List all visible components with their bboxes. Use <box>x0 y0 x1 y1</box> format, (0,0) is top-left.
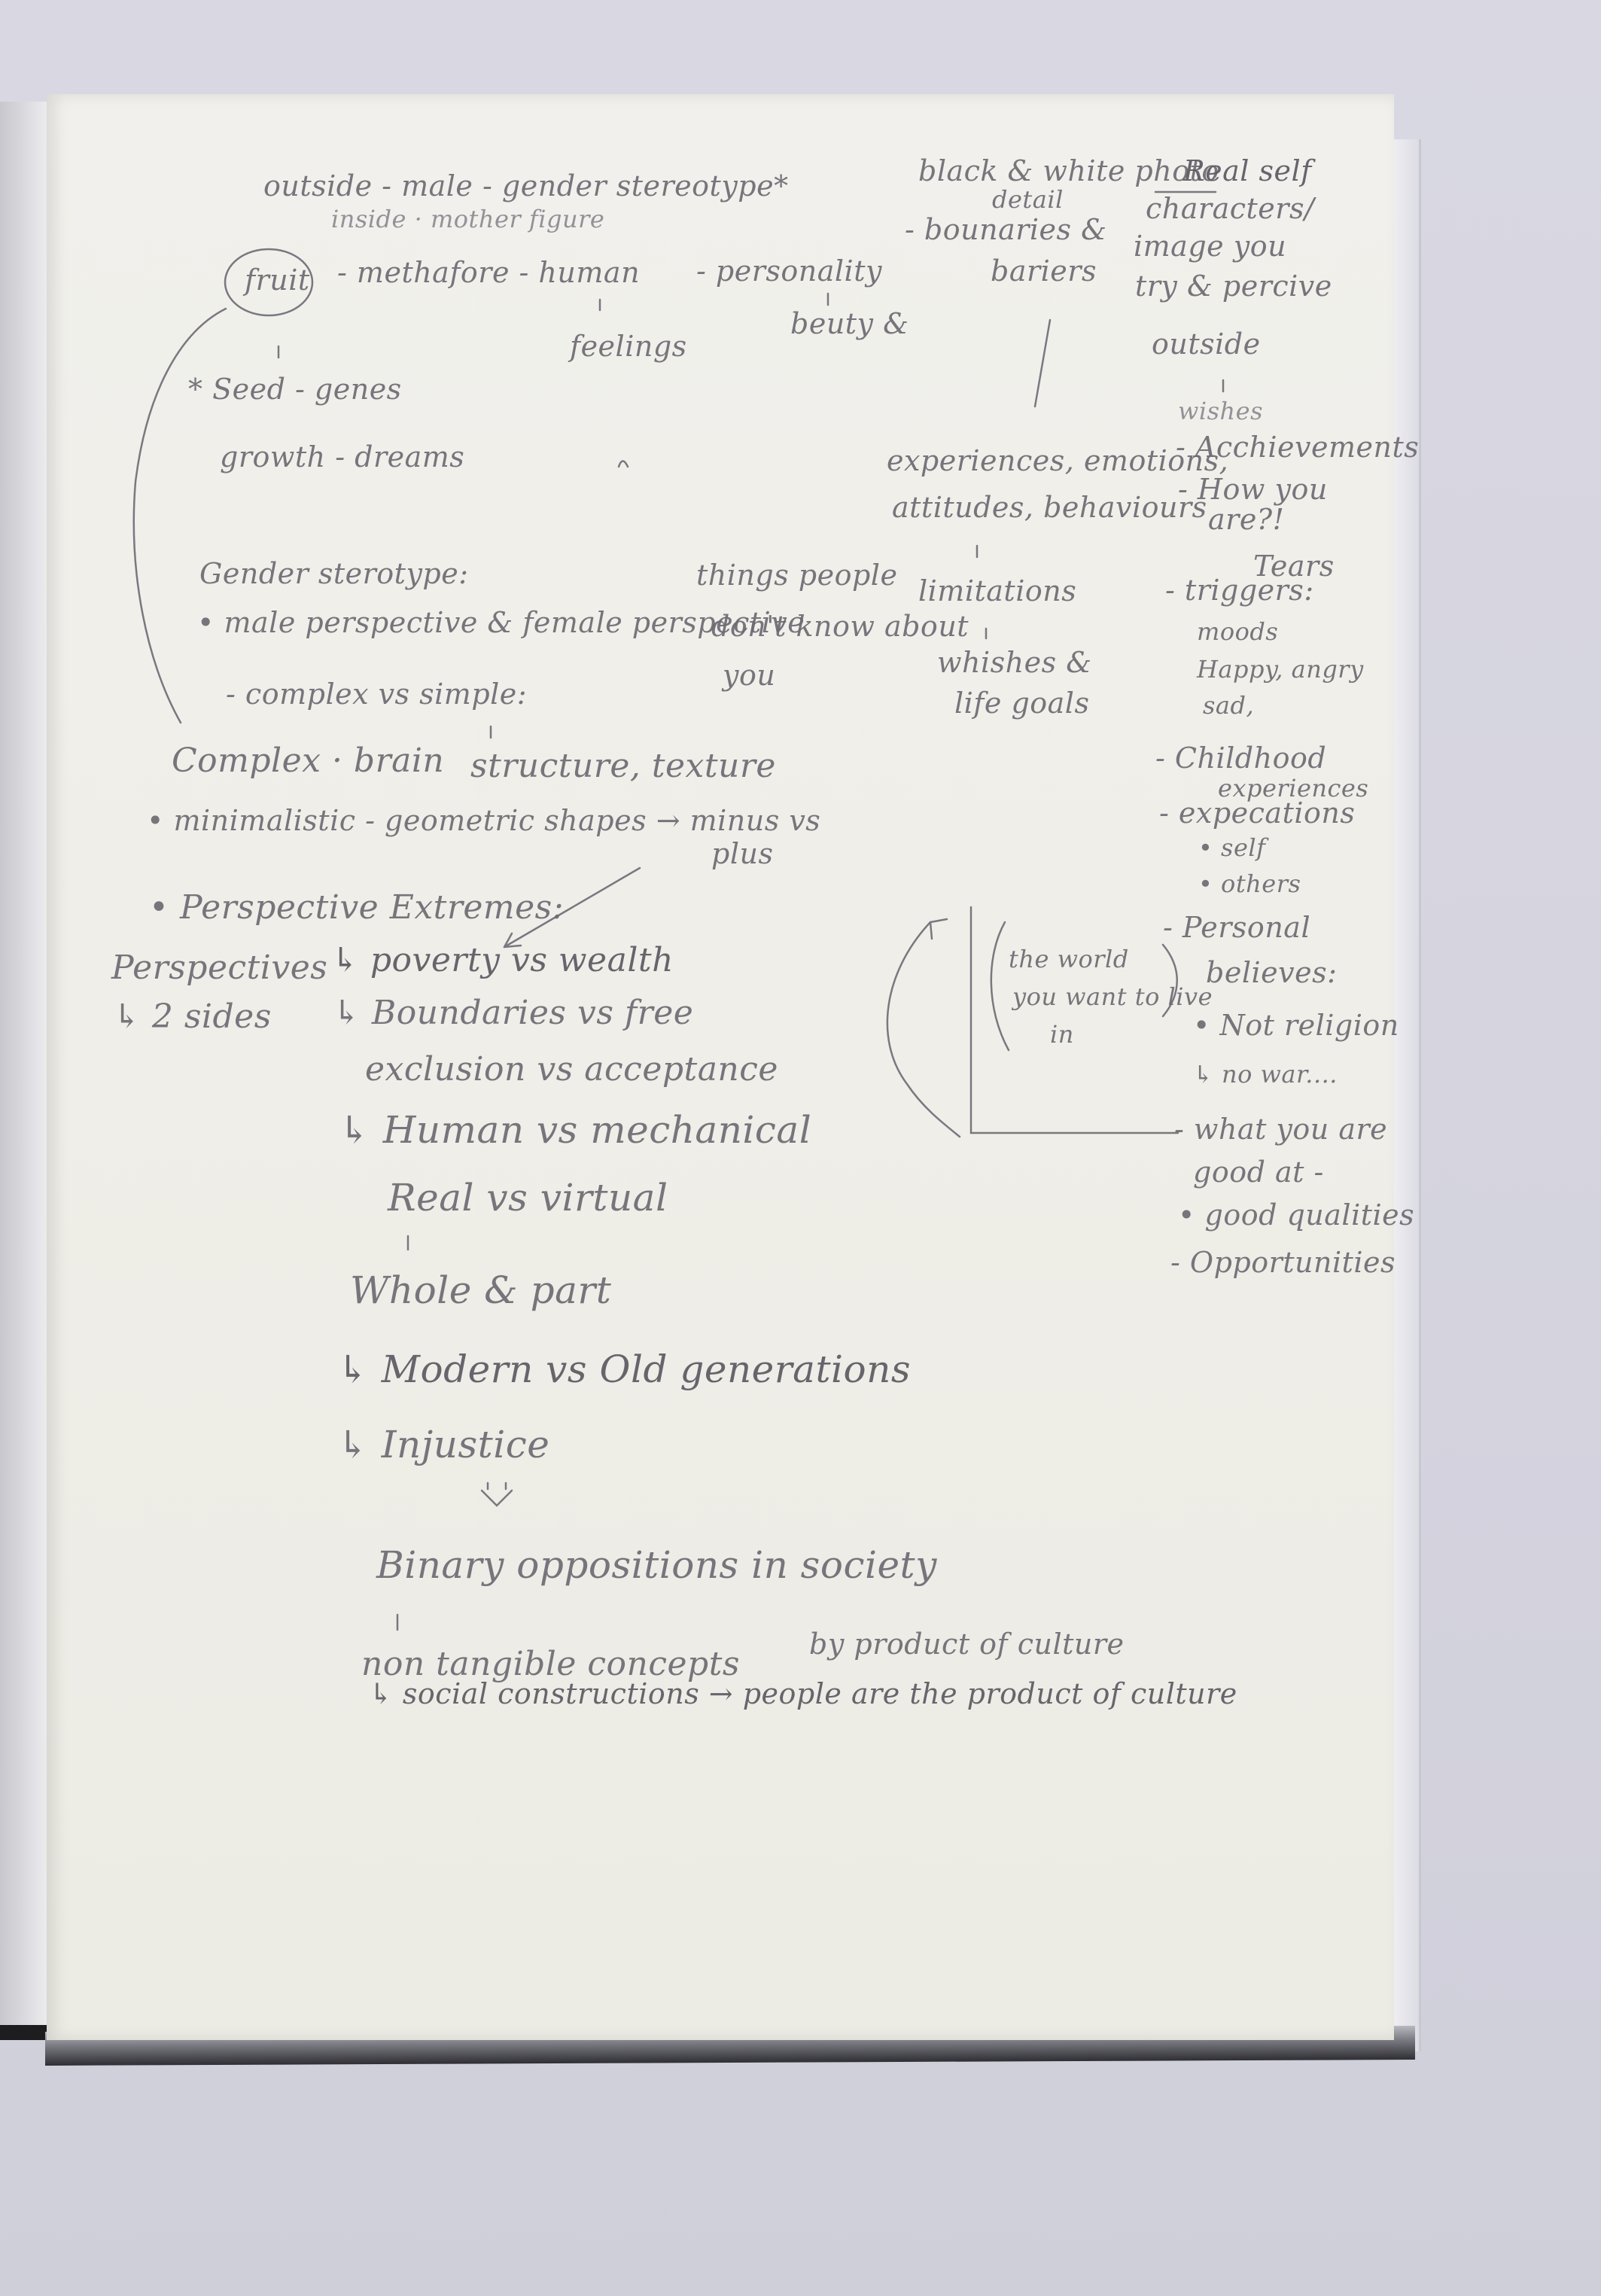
note-detail: detail <box>992 185 1064 214</box>
note-complex-brain: Complex · brain <box>172 741 445 780</box>
note-sad: sad, <box>1203 691 1255 720</box>
world-box <box>969 906 1179 1134</box>
note-fruit: fruit <box>245 263 310 297</box>
note-outside-male: outside - male - gender stereotype* <box>263 169 789 202</box>
note-real-self: Real self <box>1183 154 1312 187</box>
note-tears: Tears <box>1253 550 1335 583</box>
note-opportunities: - Opportunities <box>1170 1246 1396 1279</box>
note-feelings: feelings <box>570 330 687 363</box>
note-boundaries: - bounaries & <box>905 213 1107 246</box>
therefore-arrow <box>480 1481 513 1507</box>
note-experiences: experiences, emotions, <box>887 444 1229 477</box>
note-real-virtual: Real vs virtual <box>388 1176 668 1220</box>
note-attitudes: attitudes, behaviours <box>892 491 1207 524</box>
note-personality: - personality <box>696 254 882 288</box>
mind-map-bracket <box>132 307 227 724</box>
note-growth: growth - dreams <box>220 440 465 474</box>
note-image-you: image you <box>1134 230 1287 263</box>
note-whole-part: Whole & part <box>350 1268 612 1312</box>
note-black-white: black & white photo <box>918 154 1219 187</box>
note-try-perceive: try & percive <box>1135 269 1332 303</box>
note-modern-old: ↳ Modern vs Old generations <box>337 1347 912 1391</box>
note-childhood: - Childhood <box>1155 741 1327 775</box>
note-barriers: bariers <box>991 254 1097 288</box>
note-self: • self <box>1198 833 1266 862</box>
note-happy: Happy, angry <box>1197 655 1364 684</box>
note-poverty: ↳ poverty vs wealth <box>331 941 674 979</box>
note-good-qualities: • good qualities <box>1178 1198 1415 1232</box>
poverty-arrow <box>503 866 641 949</box>
note-are: are?! <box>1208 503 1285 536</box>
note-minimalistic: • minimalistic - geometric shapes → minu… <box>147 804 821 837</box>
note-others: • others <box>1198 869 1301 898</box>
note-life-goals: life goals <box>954 687 1090 720</box>
note-by-product: by product of culture <box>809 1628 1125 1661</box>
note-male-female: • male perspective & female perspective <box>197 606 805 639</box>
poverty-arrowhead <box>503 932 522 949</box>
beauty-connector <box>1033 318 1052 408</box>
note-you-want: you want to live <box>1012 982 1213 1011</box>
note-personal: - Personal <box>1163 911 1311 944</box>
feelings-doodle <box>617 460 629 468</box>
note-outside-col: outside <box>1152 327 1261 361</box>
note-what-good: - what you are <box>1174 1113 1388 1146</box>
note-triggers: - triggers: <box>1165 574 1314 607</box>
note-characters: characters/ <box>1146 192 1315 225</box>
note-you: you <box>723 659 776 692</box>
note-whishes: whishes & <box>937 646 1092 679</box>
note-social: ↳ social constructions → people are the … <box>369 1677 1237 1710</box>
note-complex-simple: - complex vs simple: <box>226 678 528 711</box>
note-human-mech: ↳ Human vs mechanical <box>339 1108 812 1152</box>
note-structure: structure, texture <box>470 747 776 785</box>
notebook-page <box>47 94 1394 2040</box>
note-metaphore: - methafore - human <box>337 256 641 289</box>
note-perspective-extremes: • Perspective Extremes: <box>149 888 565 927</box>
note-injustice: ↳ Injustice <box>337 1423 550 1466</box>
note-how-you: - How you <box>1178 473 1328 506</box>
note-wishes: wishes <box>1178 397 1264 425</box>
note-believes: believes: <box>1206 956 1338 989</box>
goals-arrow <box>886 921 961 1138</box>
note-the-world: the world <box>1009 945 1129 973</box>
note-inside-mother: inside · mother figure <box>331 205 605 233</box>
note-exclusion: exclusion vs acceptance <box>365 1050 778 1089</box>
note-experiences-short: experiences <box>1218 774 1369 802</box>
goals-arrowhead <box>929 918 948 940</box>
note-moods: moods <box>1197 617 1279 646</box>
note-plus: plus <box>711 837 774 870</box>
note-binary: Binary oppositions in society <box>376 1543 937 1587</box>
note-good-at: good at - <box>1193 1156 1324 1189</box>
note-limitations: limitations <box>918 574 1077 607</box>
note-perspectives: Perspectives <box>111 949 328 987</box>
fruit-circle <box>224 248 314 317</box>
note-dont-know: don't know about <box>711 610 969 643</box>
note-not-religion: • Not religion <box>1193 1009 1399 1042</box>
note-things-people: things people <box>696 559 898 592</box>
note-two-sides: ↳ 2 sides <box>113 997 272 1036</box>
left-page-edge <box>0 102 53 2036</box>
note-expectations: - expecations <box>1159 796 1356 830</box>
world-paren-right <box>1161 943 1178 1018</box>
note-no-war: ↳ no war.... <box>1193 1060 1338 1089</box>
note-boundaries-free: ↳ Boundaries vs free <box>333 994 694 1032</box>
note-achievements: - Acchievements <box>1176 431 1420 464</box>
world-paren-left <box>990 921 1010 1052</box>
note-seed: * Seed - genes <box>188 373 402 406</box>
note-non-tangible: non tangible concepts <box>361 1645 740 1683</box>
note-gender-stereotype: Gender sterotype: <box>199 557 469 590</box>
note-in: in <box>1050 1020 1074 1049</box>
note-beauty: beuty & <box>790 307 909 340</box>
